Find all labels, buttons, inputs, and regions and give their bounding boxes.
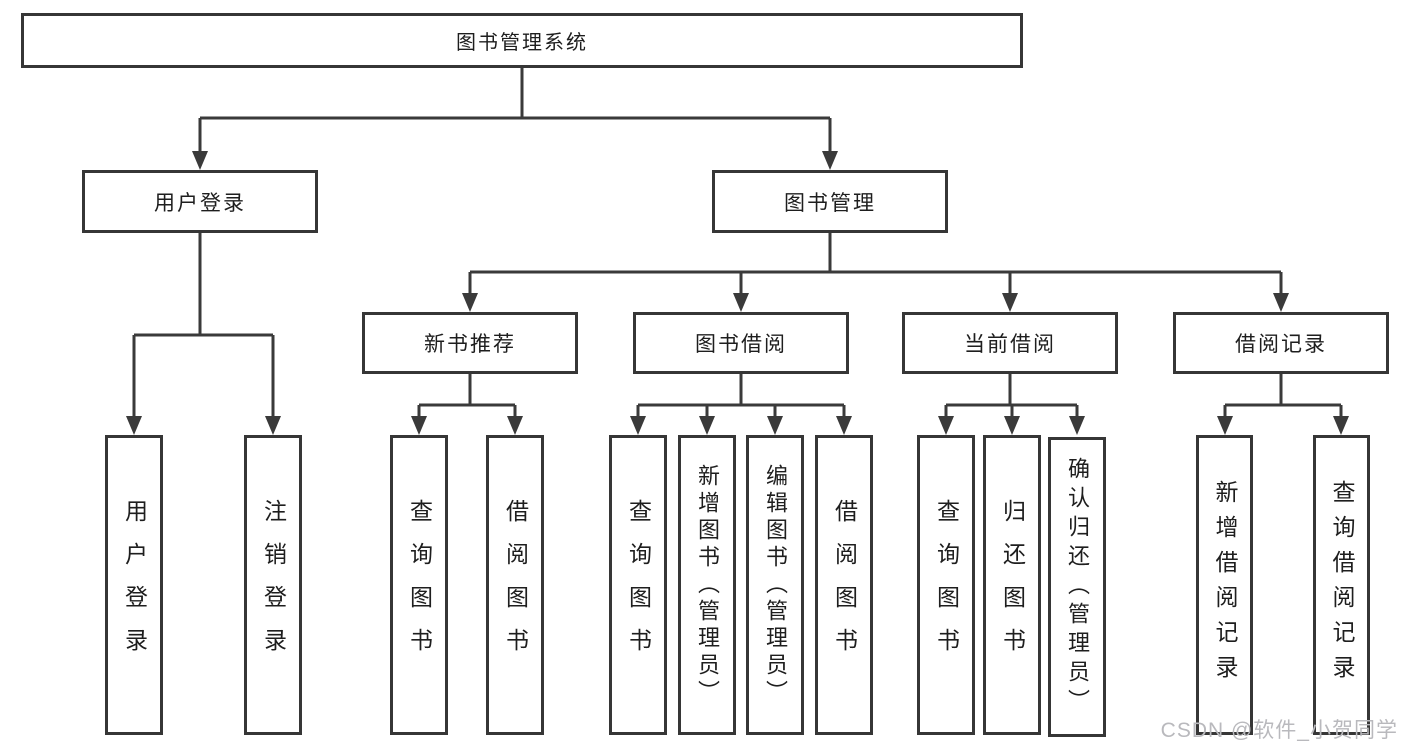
node-borrow-records: 借阅记录 (1173, 312, 1389, 374)
node-book-borrow-label: 图书借阅 (695, 333, 787, 356)
connector-new-book-recommend (417, 374, 517, 419)
connector-borrow-records (1223, 374, 1343, 419)
leaf-logout: 注销登录 (244, 435, 302, 735)
leaf-user-login: 用户登录 (105, 435, 163, 735)
leaf-query-borrow-record: 查询借阅记录 (1313, 435, 1370, 735)
node-book-management-label: 图书管理 (784, 191, 876, 215)
leaf-borrow-books-2-label: 借阅图书 (831, 499, 858, 671)
connector-root-to-level2 (198, 68, 832, 153)
connector-book-borrow (636, 374, 846, 419)
leaf-user-login-label: 用户登录 (121, 499, 148, 671)
node-new-book-recommend: 新书推荐 (362, 312, 578, 374)
connector-book-management (468, 233, 1283, 296)
leaf-edit-books-admin: 编辑图书（管理员） (746, 435, 804, 735)
leaf-borrow-books-2: 借阅图书 (815, 435, 873, 735)
leaf-query-books-3: 查询图书 (917, 435, 975, 735)
node-current-borrow-label: 当前借阅 (964, 333, 1056, 356)
leaf-query-books-2: 查询图书 (609, 435, 667, 735)
leaf-query-books-2-label: 查询图书 (625, 499, 652, 671)
node-user-login: 用户登录 (82, 170, 318, 233)
node-root-system-label: 图书管理系统 (456, 32, 588, 54)
leaf-return-books-label: 归还图书 (999, 499, 1026, 671)
leaf-logout-label: 注销登录 (260, 499, 287, 671)
leaf-confirm-return-admin-label: 确认归还（管理员） (1065, 456, 1090, 718)
leaf-add-borrow-record-label: 新增借阅记录 (1212, 480, 1238, 690)
leaf-add-books-admin: 新增图书（管理员） (678, 435, 736, 735)
node-book-management: 图书管理 (712, 170, 948, 233)
node-borrow-records-label: 借阅记录 (1235, 333, 1327, 356)
node-new-book-recommend-label: 新书推荐 (424, 333, 516, 356)
leaf-query-borrow-record-label: 查询借阅记录 (1329, 480, 1355, 690)
leaf-query-books-1-label: 查询图书 (406, 499, 433, 671)
leaf-add-books-admin-label: 新增图书（管理员） (695, 463, 720, 707)
connector-user-login (132, 233, 275, 419)
leaf-borrow-books-1: 借阅图书 (486, 435, 544, 735)
leaf-query-books-1: 查询图书 (390, 435, 448, 735)
leaf-return-books: 归还图书 (983, 435, 1041, 735)
arrowheads (126, 151, 1349, 435)
leaf-borrow-books-1-label: 借阅图书 (502, 499, 529, 671)
node-root-system: 图书管理系统 (21, 13, 1023, 68)
connector-current-borrow (944, 374, 1079, 419)
node-current-borrow: 当前借阅 (902, 312, 1118, 374)
leaf-add-borrow-record: 新增借阅记录 (1196, 435, 1253, 735)
node-book-borrow: 图书借阅 (633, 312, 849, 374)
node-user-login-label: 用户登录 (154, 191, 246, 215)
leaf-query-books-3-label: 查询图书 (933, 499, 960, 671)
leaf-confirm-return-admin: 确认归还（管理员） (1048, 437, 1106, 737)
leaf-edit-books-admin-label: 编辑图书（管理员） (763, 463, 788, 707)
csdn-watermark: CSDN @软件_小贺同学 (1160, 719, 1398, 742)
